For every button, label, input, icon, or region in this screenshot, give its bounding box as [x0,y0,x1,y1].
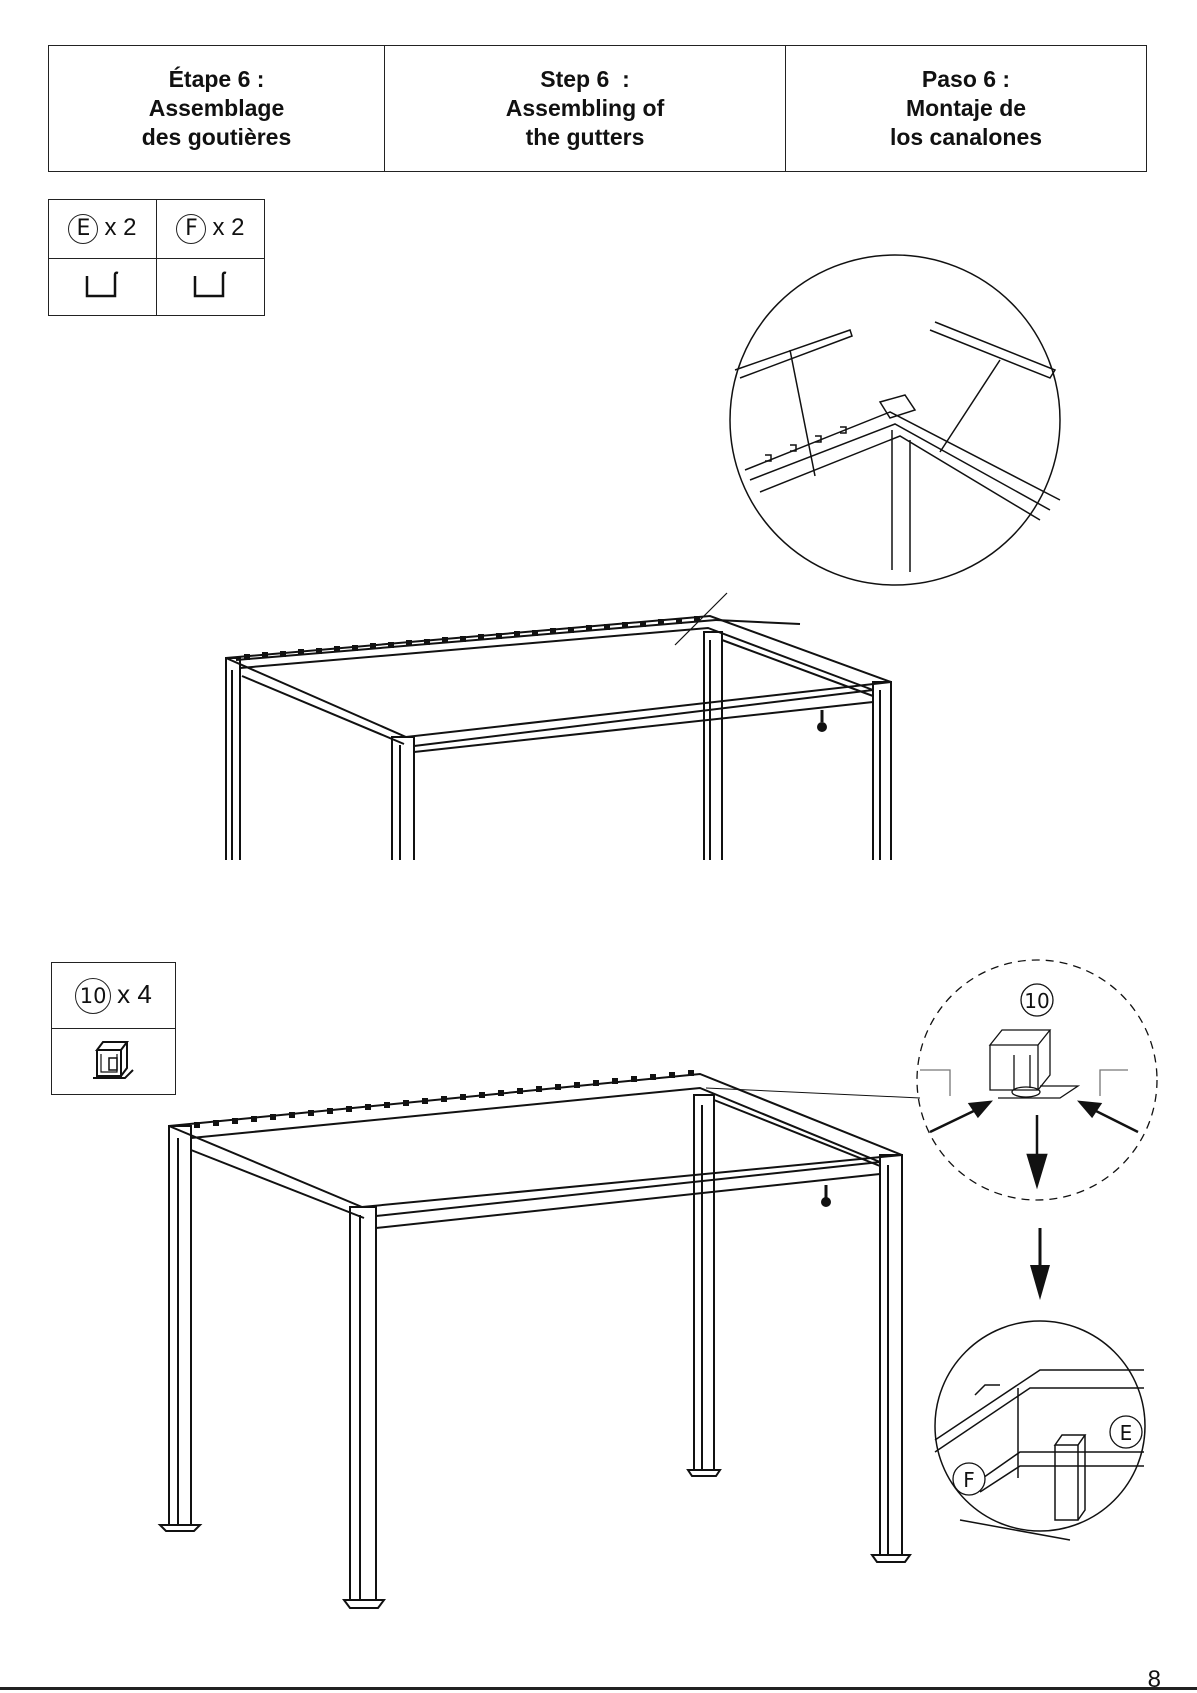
top-pergola-frame [226,616,891,860]
gutter-e-label: E [1120,1421,1133,1445]
result-arrow-head [1030,1265,1050,1300]
connector-label: 10 [1024,989,1049,1013]
bottom-pergola-frame [160,1074,920,1608]
top-detail-circle [730,255,1060,585]
gutter-f-label: F [963,1468,975,1492]
bottom-louvre-row [194,1070,694,1128]
detail-part-labels: 10 E F [953,984,1142,1495]
